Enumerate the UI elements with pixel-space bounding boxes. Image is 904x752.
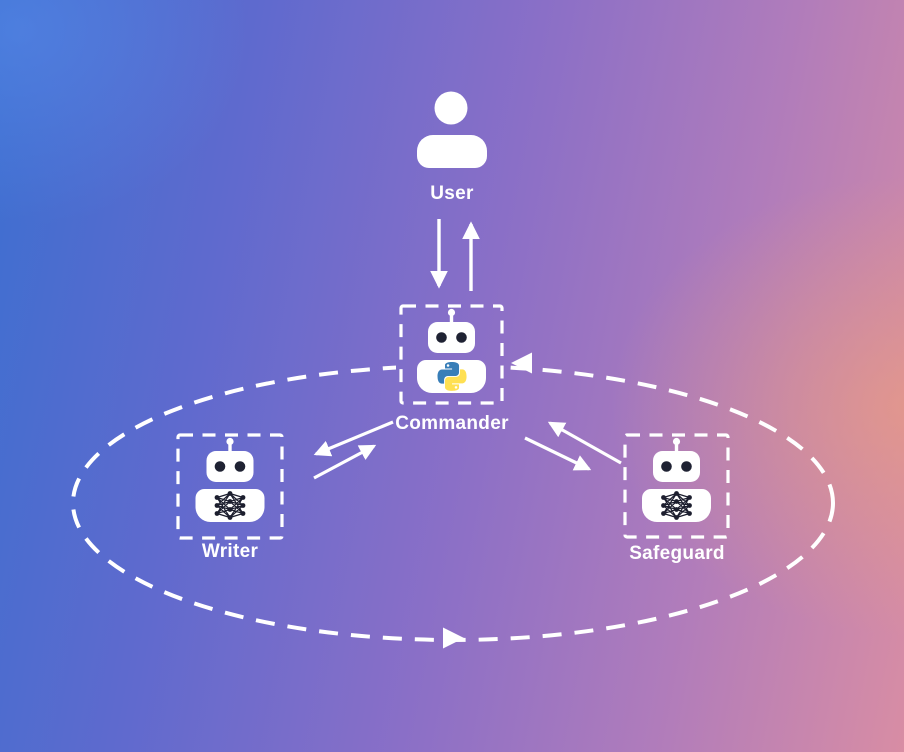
cycle-arrowhead-to-commander: [511, 352, 532, 374]
commander-label: Commander: [395, 413, 509, 434]
writer-to-commander-arrow: [313, 444, 377, 480]
user-icon: [417, 91, 487, 168]
safeguard-box: [623, 433, 730, 539]
commander-box: [399, 304, 504, 405]
python-icon: [437, 362, 467, 391]
commander-to-writer-arrow: [313, 420, 394, 457]
user-label: User: [430, 183, 474, 204]
agent-cycle-ellipse: [71, 364, 835, 642]
writer-label: Writer: [201, 541, 259, 562]
cycle-arrowhead-bottom: [443, 627, 464, 649]
safeguard-to-commander-arrow: [547, 421, 622, 465]
commander-to-safeguard-arrow: [524, 436, 592, 471]
writer-box: [176, 433, 284, 540]
safeguard-label: Safeguard: [629, 543, 725, 564]
